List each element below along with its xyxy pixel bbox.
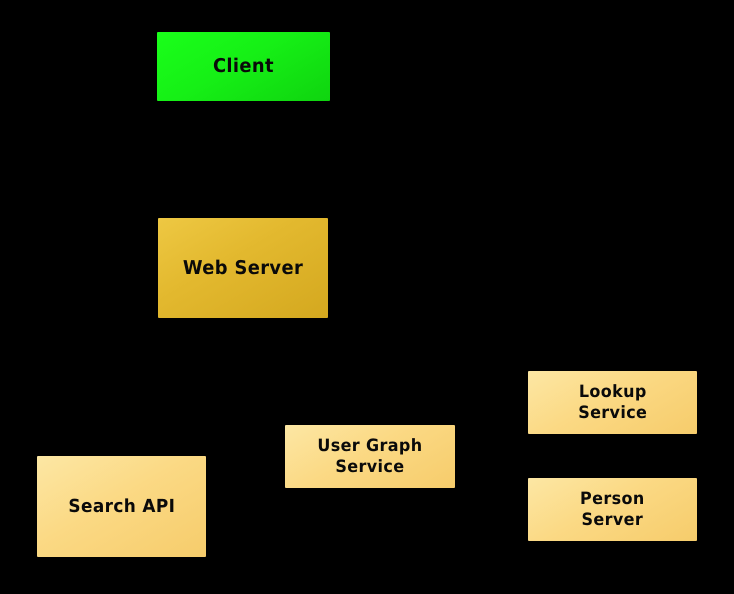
node-web-server[interactable]: Web Server [158, 218, 328, 318]
node-label-client: Client [213, 55, 274, 78]
node-label-lookup-service: Lookup Service [577, 382, 648, 423]
node-label-person-server: Person Server [580, 489, 645, 530]
node-lookup-service[interactable]: Lookup Service [528, 371, 697, 434]
node-search-api[interactable]: Search API [37, 456, 206, 557]
node-person-server[interactable]: Person Server [528, 478, 697, 541]
node-label-web-server: Web Server [182, 256, 304, 279]
node-label-search-api: Search API [68, 495, 175, 517]
node-label-user-graph-service: User Graph Service [317, 436, 423, 477]
node-client[interactable]: Client [157, 32, 330, 101]
node-user-graph-service[interactable]: User Graph Service [285, 425, 455, 488]
